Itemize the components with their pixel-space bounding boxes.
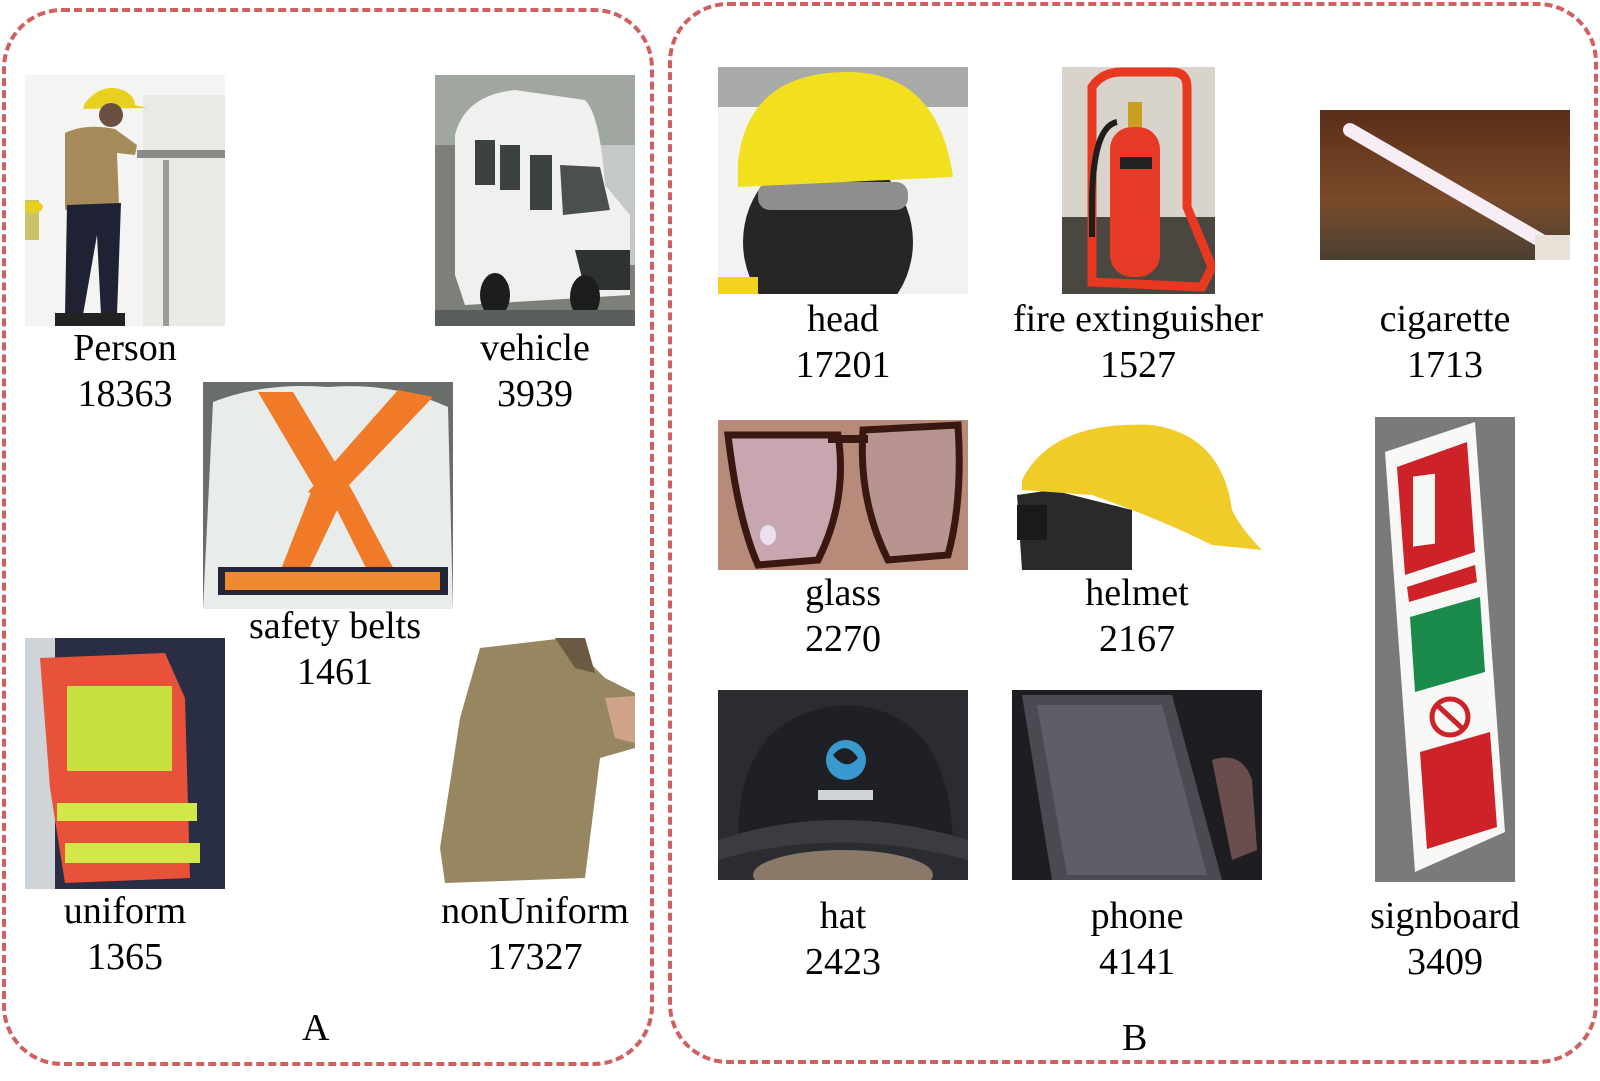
non-uniform-image (435, 638, 635, 889)
caption-signboard: signboard 3409 (1320, 893, 1570, 985)
panel-label-a: A (302, 1007, 330, 1049)
caption-phone: phone 4141 (1012, 893, 1262, 985)
item-name: fire extinguisher (1012, 298, 1264, 340)
item-count: 1461 (297, 651, 373, 693)
signboard-image (1375, 417, 1515, 882)
item-count: 2270 (805, 618, 881, 660)
safety-belts-image (203, 382, 453, 609)
cigarette-image (1320, 110, 1570, 260)
item-name: glass (805, 572, 881, 614)
fire-extinguisher-image (1062, 67, 1215, 294)
item-name: helmet (1085, 572, 1189, 614)
item-count: 3939 (497, 373, 573, 415)
hat-image (718, 690, 968, 880)
item-name: uniform (63, 890, 187, 932)
caption-uniform: uniform 1365 (20, 888, 230, 980)
item-name: signboard (1370, 895, 1520, 937)
item-count: 1527 (1100, 344, 1176, 386)
item-name: Person (73, 327, 177, 369)
phone-image (1012, 690, 1262, 880)
uniform-image (25, 638, 225, 889)
item-count: 1713 (1407, 344, 1483, 386)
item-count: 4141 (1099, 941, 1175, 983)
item-count: 17327 (487, 936, 583, 978)
caption-glass: glass 2270 (718, 570, 968, 662)
person-image (25, 75, 225, 326)
item-name: head (807, 298, 879, 340)
panel-b-border (668, 2, 1598, 1064)
item-name: phone (1090, 895, 1184, 937)
item-name: vehicle (480, 327, 590, 369)
caption-hat: hat 2423 (718, 893, 968, 985)
caption-safety-belts: safety belts 1461 (220, 603, 450, 695)
item-name: hat (819, 895, 867, 937)
caption-head: head 17201 (718, 296, 968, 388)
glass-image (718, 420, 968, 570)
item-name: nonUniform (441, 890, 629, 932)
caption-non-uniform: nonUniform 17327 (420, 888, 650, 980)
helmet-image (1012, 420, 1262, 570)
caption-fire-extinguisher: fire extinguisher 1527 (1000, 296, 1276, 388)
caption-helmet: helmet 2167 (1012, 570, 1262, 662)
caption-cigarette: cigarette 1713 (1320, 296, 1570, 388)
caption-person: Person 18363 (20, 325, 230, 417)
item-count: 17201 (795, 344, 891, 386)
item-count: 2423 (805, 941, 881, 983)
vehicle-image (435, 75, 635, 326)
head-image (718, 67, 968, 294)
panel-label-b: B (1122, 1017, 1148, 1059)
panel-a-border (2, 8, 654, 1066)
item-count: 18363 (77, 373, 173, 415)
item-count: 1365 (87, 936, 163, 978)
item-name: safety belts (248, 605, 421, 647)
caption-vehicle: vehicle 3939 (420, 325, 650, 417)
item-count: 2167 (1099, 618, 1175, 660)
item-count: 3409 (1407, 941, 1483, 983)
item-name: cigarette (1379, 298, 1511, 340)
